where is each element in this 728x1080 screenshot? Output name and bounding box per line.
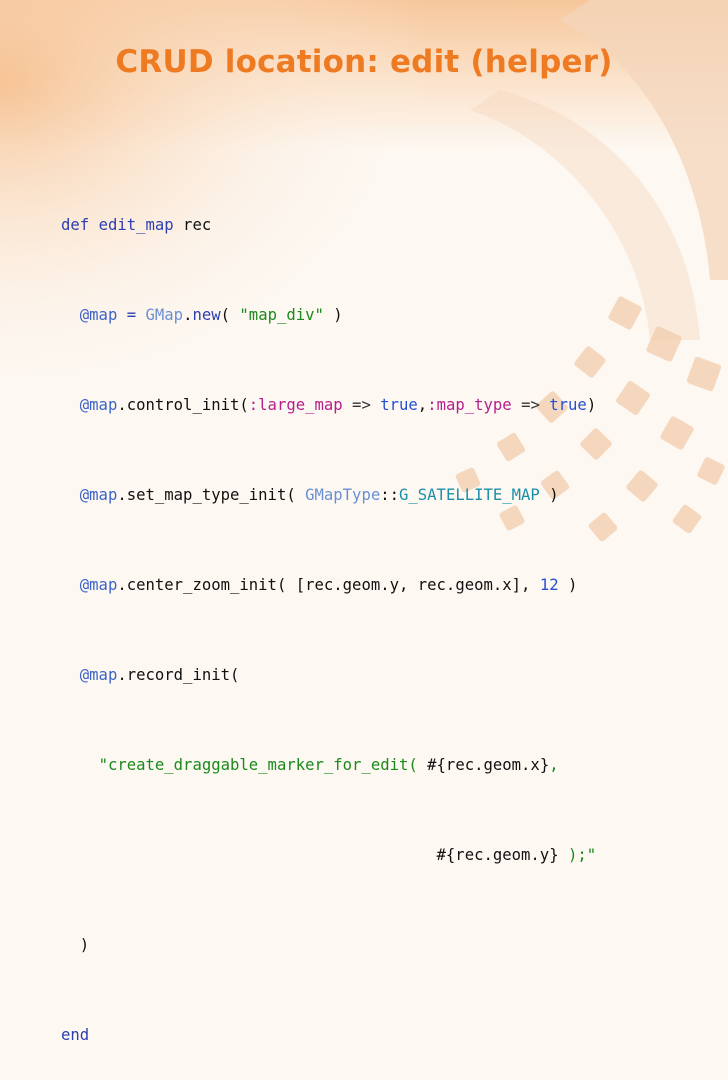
constant: G_SATELLITE_MAP xyxy=(399,486,540,504)
code-line-7: "create_draggable_marker_for_edit( #{rec… xyxy=(61,750,596,780)
instance-var: @map xyxy=(79,396,118,414)
method-arg: rec xyxy=(173,216,212,234)
paren-close: ) xyxy=(61,936,90,954)
operator: = xyxy=(117,306,146,324)
decorative-ray-tiles xyxy=(455,296,725,542)
indent xyxy=(61,846,437,864)
indent xyxy=(61,756,99,774)
comma: , xyxy=(417,396,428,414)
paren-close: ) xyxy=(558,576,578,594)
indent xyxy=(61,666,80,684)
method-call: .record_init( xyxy=(117,666,240,684)
decorative-arc-shape xyxy=(470,0,728,340)
method-call: .control_init( xyxy=(117,396,249,414)
slide-title: CRUD location: edit (helper) xyxy=(115,44,613,80)
code-line-1: def edit_map rec xyxy=(61,210,596,240)
symbol: :map_type xyxy=(427,396,512,414)
paren-open: ( xyxy=(220,306,240,324)
code-line-8: #{rec.geom.y} );" xyxy=(61,840,597,870)
slide-background xyxy=(0,0,728,546)
boolean: true xyxy=(380,396,418,414)
indent xyxy=(61,306,80,324)
scope-sep: :: xyxy=(380,486,399,504)
boolean: true xyxy=(549,396,587,414)
keyword-end: end xyxy=(61,1026,90,1044)
paren-close: ) xyxy=(539,486,559,504)
class-name: GMap xyxy=(145,306,184,324)
symbol: :large_map xyxy=(248,396,343,414)
code-line-4: @map.set_map_type_init( GMapType::G_SATE… xyxy=(61,480,596,510)
interpolation: #{rec.geom.x} xyxy=(427,756,550,774)
instance-var: @map xyxy=(79,486,118,504)
code-block: def edit_map rec @map = GMap.new( "map_d… xyxy=(61,150,596,1080)
instance-var: @map xyxy=(79,666,118,684)
interpolation: #{rec.geom.y} xyxy=(436,846,559,864)
number: 12 xyxy=(539,576,559,594)
string-literal: );" xyxy=(558,846,597,864)
code-line-6: @map.record_init( xyxy=(61,660,596,690)
indent xyxy=(61,486,80,504)
method-call: .center_zoom_init( [rec.geom.y, rec.geom… xyxy=(117,576,540,594)
dot: . xyxy=(183,306,193,324)
method-call: .set_map_type_init( xyxy=(117,486,306,504)
method-call: new xyxy=(192,306,221,324)
class-name: GMapType xyxy=(305,486,381,504)
hash-arrow: => xyxy=(342,396,381,414)
code-line-3: @map.control_init(:large_map => true,:ma… xyxy=(61,390,596,420)
code-line-2: @map = GMap.new( "map_div" ) xyxy=(61,300,596,330)
indent xyxy=(61,576,80,594)
code-line-9: ) xyxy=(61,930,596,960)
paren-close: ) xyxy=(586,396,597,414)
string-literal: , xyxy=(549,756,559,774)
string-literal: "map_div" xyxy=(239,306,324,324)
code-line-5: @map.center_zoom_init( [rec.geom.y, rec.… xyxy=(61,570,596,600)
code-line-10: end xyxy=(61,1020,596,1050)
hash-arrow: => xyxy=(511,396,550,414)
paren-close: ) xyxy=(323,306,343,324)
instance-var: @map xyxy=(79,576,118,594)
instance-var: @map xyxy=(79,306,118,324)
string-literal: "create_draggable_marker_for_edit( xyxy=(98,756,428,774)
keyword-def: def xyxy=(61,216,90,234)
indent xyxy=(61,396,80,414)
method-name: edit_map xyxy=(98,216,174,234)
